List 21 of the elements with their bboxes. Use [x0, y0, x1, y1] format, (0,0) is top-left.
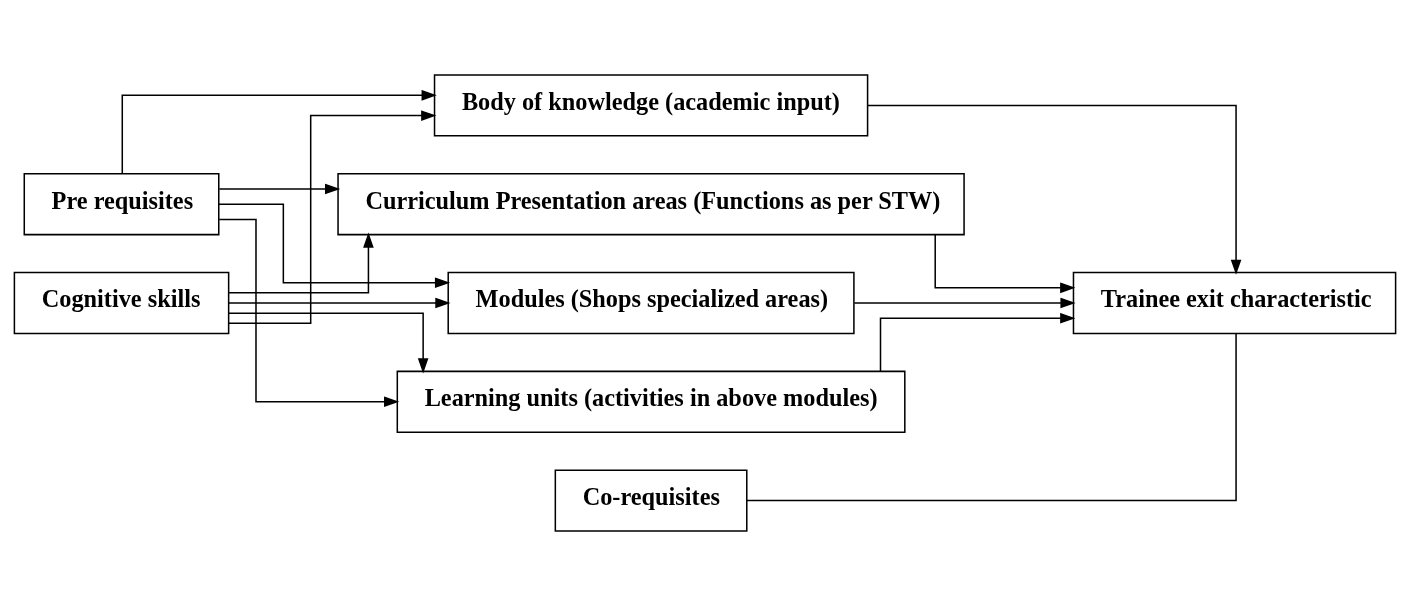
arrow [866, 104, 1242, 275]
arrow [853, 297, 1076, 309]
arrow [218, 203, 451, 289]
node-box: Curriculum Presentation areas (Functions as per STW) [337, 173, 965, 236]
arrow [227, 297, 451, 309]
node-box: Co-requisites [554, 469, 748, 532]
arrow [218, 218, 400, 408]
arrow [218, 183, 341, 195]
node-box: Trainee exit characteristic [1072, 271, 1397, 335]
node-box: Cognitive skills [13, 271, 230, 335]
arrow [227, 312, 429, 374]
arrow [934, 234, 1076, 294]
arrow [121, 90, 437, 175]
node-box: Modules (Shops specialized areas) [447, 271, 855, 335]
arrow [228, 110, 437, 324]
node-box: Learning units (activities in above modules) [396, 370, 906, 433]
arrow [228, 232, 374, 294]
node-box: Body of knowledge (academic input) [433, 74, 869, 137]
node-box: Pre requisites [23, 173, 220, 236]
connector [746, 332, 1237, 502]
arrow [879, 312, 1076, 372]
